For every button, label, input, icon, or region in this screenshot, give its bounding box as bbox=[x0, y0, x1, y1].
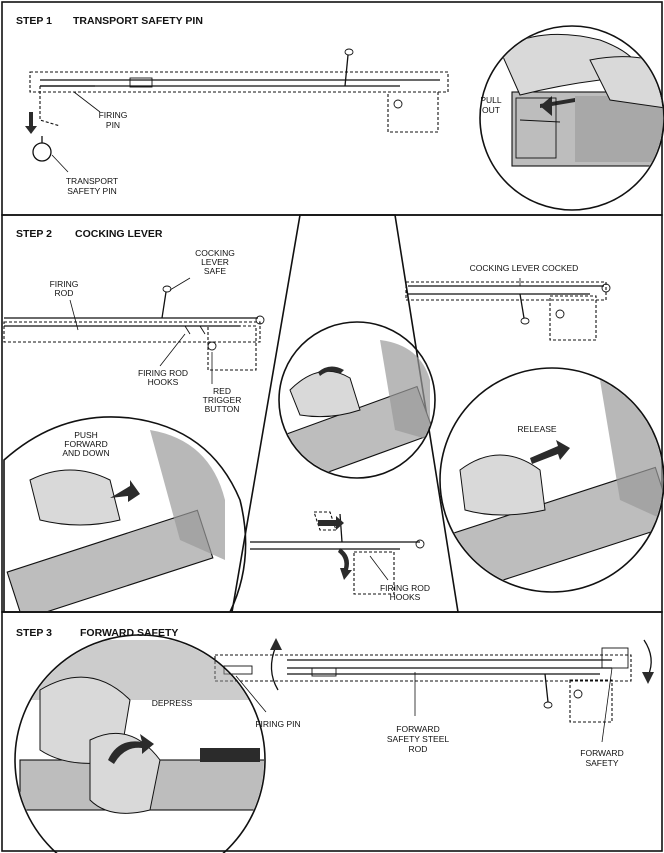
label-release: RELEASE bbox=[517, 424, 557, 434]
label-fwd-rod-2: SAFETY STEEL bbox=[387, 734, 449, 744]
label-red-3: BUTTON bbox=[205, 404, 240, 414]
label-pull-2: OUT bbox=[482, 105, 500, 115]
label-cocking-safe-3: SAFE bbox=[204, 266, 227, 276]
transport-safety-pin-ring bbox=[32, 142, 52, 162]
step2-center-top-inset bbox=[278, 321, 436, 479]
step1-launcher-drawing bbox=[25, 48, 449, 173]
step1-title: STEP 1 bbox=[16, 15, 52, 27]
step1-hand-pulling-inset bbox=[479, 25, 664, 211]
label-push-1: PUSH bbox=[74, 430, 98, 440]
label-transport-2: SAFETY PIN bbox=[67, 186, 116, 196]
label-firing-pin-3: FIRING PIN bbox=[255, 719, 300, 729]
label-hooks-a-2: HOOKS bbox=[148, 377, 179, 387]
step2-push-forward-inset bbox=[3, 416, 247, 613]
label-firing-pin-2: PIN bbox=[106, 120, 120, 130]
step3-rod-drawing bbox=[214, 638, 654, 743]
label-fwd-rod-3: ROD bbox=[409, 744, 428, 754]
step2-rod-drawing-right bbox=[405, 278, 611, 341]
label-hooks-b-1: FIRING ROD bbox=[380, 583, 430, 593]
label-hooks-a-1: FIRING ROD bbox=[138, 368, 188, 378]
step2-release-inset bbox=[439, 367, 664, 593]
label-fwd-rod-1: FORWARD bbox=[396, 724, 439, 734]
label-pull-1: PULL bbox=[480, 95, 502, 105]
label-red-2: TRIGGER bbox=[203, 395, 242, 405]
step3-depress-inset bbox=[14, 634, 266, 853]
label-cocked: COCKING LEVER COCKED bbox=[470, 263, 579, 273]
step2-rod-drawing-left bbox=[3, 277, 265, 384]
step2-rod-drawing-center bbox=[250, 511, 425, 595]
step3-title: STEP 3 bbox=[16, 627, 52, 639]
label-fwd-safety-1: FORWARD bbox=[580, 748, 623, 758]
label-cocking-safe-2: LEVER bbox=[201, 257, 229, 267]
label-red-1: RED bbox=[213, 386, 231, 396]
label-firing-pin-1: FIRING bbox=[99, 110, 128, 120]
label-cocking-safe-1: COCKING bbox=[195, 248, 235, 258]
label-fwd-safety-2: SAFETY bbox=[585, 758, 618, 768]
step2-center-panel bbox=[231, 214, 459, 613]
label-transport-1: TRANSPORT bbox=[66, 176, 118, 186]
label-push-2: FORWARD bbox=[64, 439, 107, 449]
label-hooks-b-2: HOOKS bbox=[390, 592, 421, 602]
label-firing-rod-1: FIRING bbox=[50, 279, 79, 289]
step2-title: STEP 2 bbox=[16, 228, 52, 240]
step1-subtitle: TRANSPORT SAFETY PIN bbox=[73, 15, 203, 27]
label-depress: DEPRESS bbox=[152, 698, 193, 708]
label-push-3: AND DOWN bbox=[62, 448, 109, 458]
step2-subtitle: COCKING LEVER bbox=[75, 228, 163, 240]
label-firing-rod-2: ROD bbox=[55, 288, 74, 298]
